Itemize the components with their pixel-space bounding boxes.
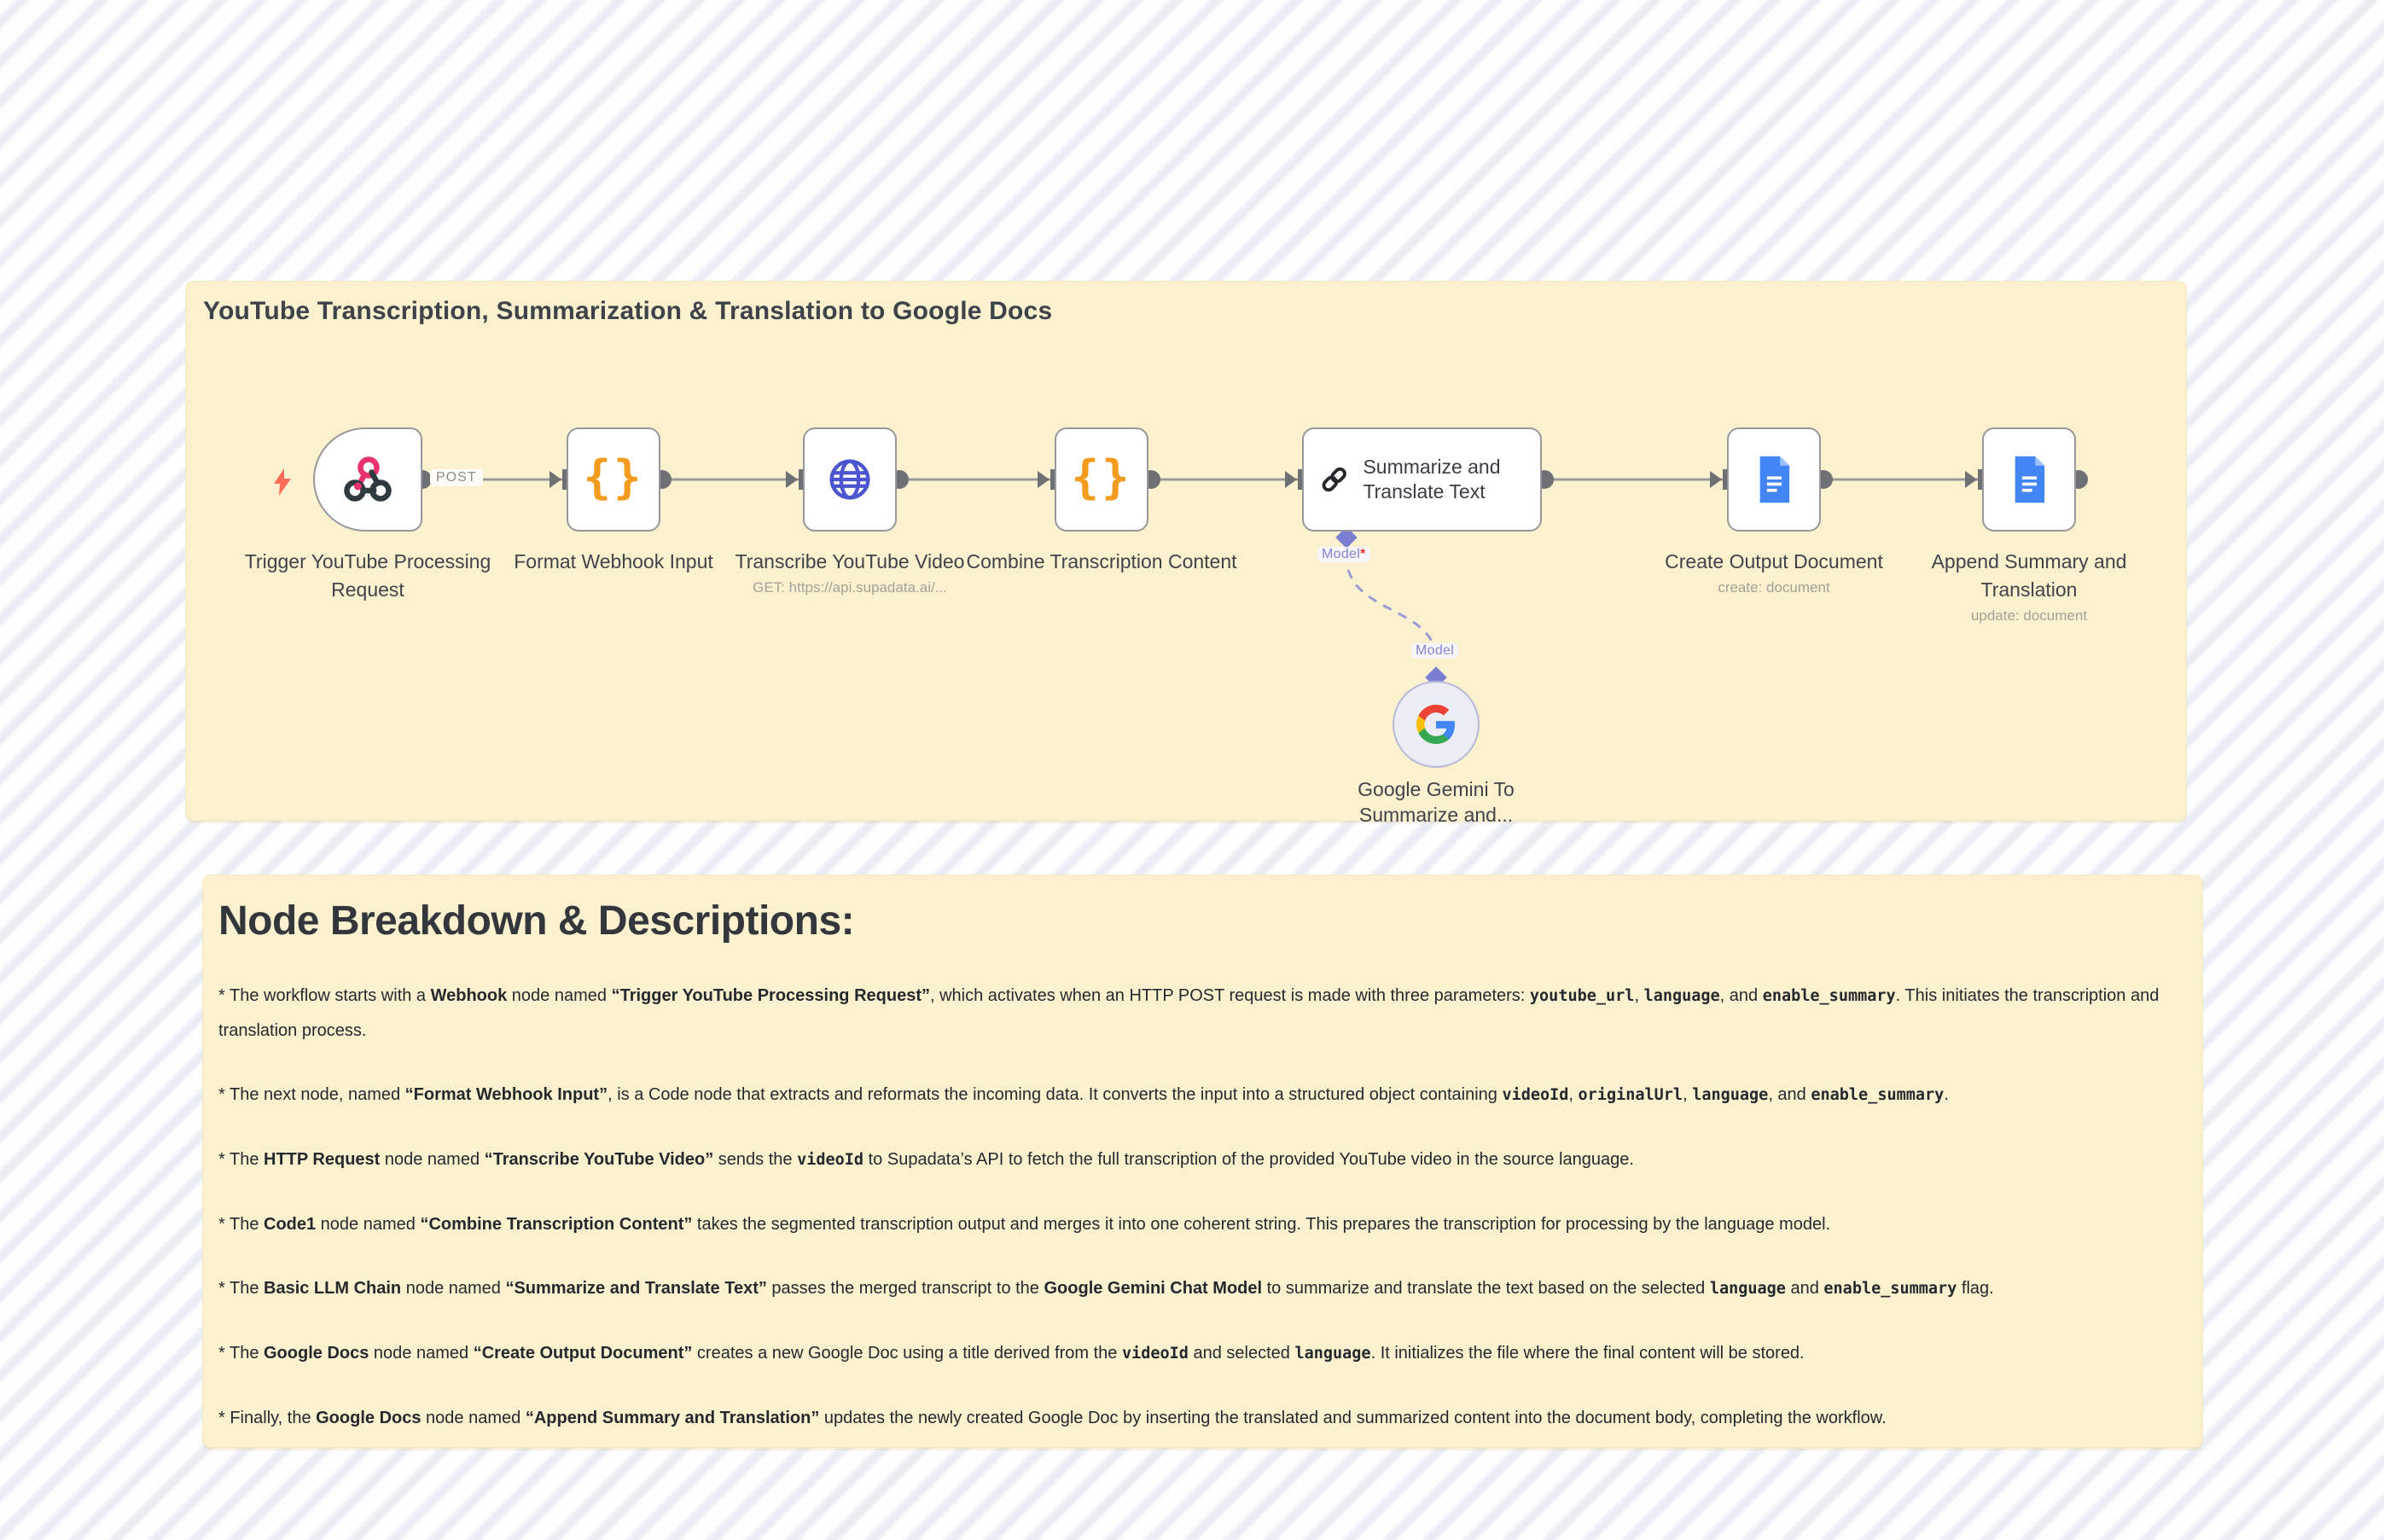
node-label-gemini: Google Gemini To Summarize and...: [1300, 776, 1573, 828]
node-inner-label: Summarize and Translate Text: [1363, 456, 1501, 503]
trigger-bolt-icon[interactable]: [271, 468, 294, 497]
input-arrow-bar: [562, 469, 567, 490]
node-label-text: Format Webhook Input: [514, 550, 713, 572]
post-method-badge: POST: [430, 469, 483, 486]
description-bullet-format: * The next node, named “Format Webhook I…: [218, 1085, 1949, 1104]
descriptions-heading: Node Breakdown & Descriptions:: [218, 898, 855, 944]
description-bullet-summarize: * The Basic LLM Chain node named “Summar…: [218, 1279, 1994, 1298]
description-bullet-transcribe: * The HTTP Request node named “Transcrib…: [218, 1150, 1634, 1169]
workflow-canvas-panel[interactable]: YouTube Transcription, Summarization & T…: [185, 281, 2187, 826]
node-label-format: Format Webhook Input: [477, 548, 750, 576]
input-arrow-bar: [1050, 469, 1055, 490]
node-format-webhook-input[interactable]: {}: [567, 427, 660, 532]
connections-layer: [413, 469, 2088, 689]
workflow-title: YouTube Transcription, Summarization & T…: [203, 297, 1053, 325]
description-bullet-append: * Finally, the Google Docs node named “A…: [218, 1409, 1887, 1427]
node-label-text: Append Summary and Translation: [1931, 550, 2127, 601]
node-label-text: Transcribe YouTube Video: [735, 550, 965, 572]
input-arrow-icon: [1038, 471, 1050, 488]
node-label-text: Google Gemini To: [1358, 778, 1515, 800]
model-connection-dashed-line: [1345, 552, 1438, 663]
node-label-combine: Combine Transcription Content: [965, 548, 1238, 576]
node-label-text: Create Output Document: [1665, 550, 1883, 572]
node-transcribe-youtube-video[interactable]: [803, 427, 897, 532]
node-label-create: Create Output Document create: document: [1637, 548, 1910, 597]
code-braces-icon: {}: [1071, 450, 1132, 504]
globe-icon: [829, 459, 870, 500]
node-subtitle: update: document: [1970, 607, 2088, 624]
node-combine-transcription-content[interactable]: {}: [1055, 427, 1148, 532]
input-arrow-bar: [1978, 469, 1982, 490]
model-required-badge: Model*: [1317, 547, 1370, 562]
input-arrow-icon: [786, 471, 798, 488]
google-g-icon: [1416, 705, 1456, 744]
node-create-output-document[interactable]: [1727, 427, 1821, 532]
description-bullet-combine: * The Code1 node named “Combine Transcri…: [218, 1215, 1831, 1234]
node-label-text: Summarize and...: [1358, 804, 1514, 826]
node-trigger-youtube-processing-request[interactable]: [313, 427, 422, 532]
model-required-badge-text: Model: [1322, 547, 1361, 561]
input-arrow-icon: [1965, 471, 1977, 488]
input-arrow-bar: [1298, 469, 1302, 490]
webhook-icon: [344, 456, 392, 502]
node-label-text: Trigger YouTube Processing Request: [244, 550, 491, 601]
input-arrow-bar: [799, 469, 803, 490]
node-label-trigger: Trigger YouTube Processing Request: [231, 548, 504, 604]
node-breakdown-panel: Node Breakdown & Descriptions: * The wor…: [202, 875, 2203, 1448]
required-asterisk: *: [1360, 547, 1366, 561]
input-arrow-icon: [549, 471, 561, 488]
description-bullet-webhook: * The workflow starts with a Webhook nod…: [218, 986, 2160, 1040]
node-subtitle: GET: https://api.supadata.ai/...: [753, 579, 947, 596]
chain-link-icon: [1322, 467, 1346, 492]
google-docs-icon: [1759, 456, 1790, 503]
node-append-summary-and-translation[interactable]: [1982, 427, 2076, 532]
node-label-append: Append Summary and Translation update: d…: [1893, 548, 2166, 625]
input-arrow-icon: [1710, 471, 1722, 488]
node-summarize-and-translate-text[interactable]: Summarize and Translate Text: [1302, 427, 1542, 532]
model-badge: Model: [1411, 643, 1459, 659]
input-arrow-bar: [1723, 469, 1727, 490]
node-label-transcribe: Transcribe YouTube Video GET: https://ap…: [713, 548, 986, 597]
input-arrow-icon: [1285, 471, 1297, 488]
node-label-text: Combine Transcription Content: [966, 550, 1237, 572]
node-subtitle: create: document: [1718, 579, 1830, 596]
input-arrows: [549, 469, 1982, 490]
description-bullet-create: * The Google Docs node named “Create Out…: [218, 1344, 1805, 1363]
code-braces-icon: {}: [583, 450, 644, 504]
node-google-gemini-chat-model[interactable]: [1393, 681, 1480, 768]
google-docs-icon: [2015, 456, 2045, 503]
